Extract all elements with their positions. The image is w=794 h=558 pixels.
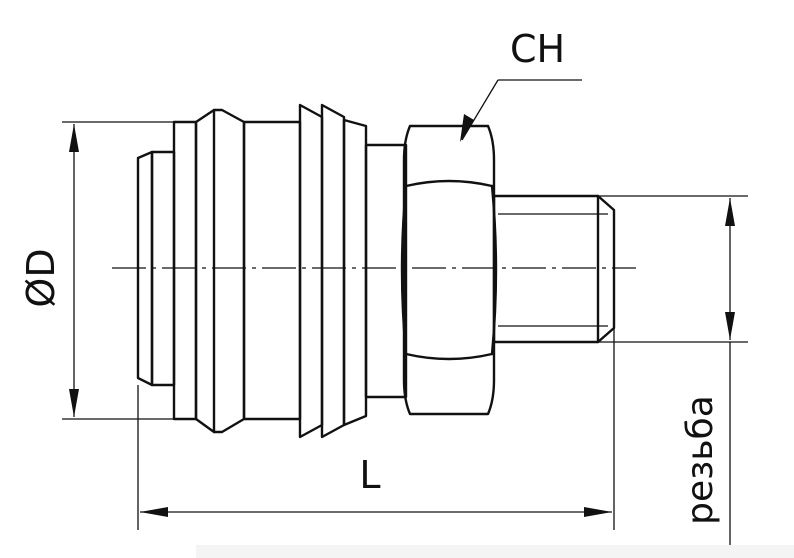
arrow-up-icon (69, 124, 79, 152)
sleeve-groove-3 (298, 103, 324, 439)
sleeve-groove-5 (342, 118, 368, 427)
threaded-nipple (492, 194, 616, 344)
wrench-size-callout: CH (460, 27, 582, 142)
length-label: L (359, 453, 380, 497)
bottom-strip (196, 545, 794, 558)
dimension-length: L (137, 328, 615, 530)
wrench-size-label: CH (510, 27, 565, 71)
body-neck (364, 143, 408, 399)
sleeve-groove-2 (212, 108, 246, 434)
hex-flat-top (404, 179, 494, 188)
arrow-right-icon (584, 507, 612, 517)
nipple-chamfer (596, 194, 616, 344)
diameter-label: ØD (19, 248, 63, 307)
thread-arrow-up-icon (725, 198, 735, 226)
thread-arrow-down-icon (725, 312, 735, 340)
dimension-diameter: ØD (19, 121, 174, 420)
ch-leader-diagonal (461, 79, 499, 141)
hex-nut (400, 124, 498, 416)
sleeve-middle-band (242, 120, 302, 421)
arrow-down-icon (69, 389, 79, 417)
hex-face-middle (400, 184, 498, 356)
sleeve-groove-1 (194, 108, 216, 434)
dimension-thread: резьба (598, 195, 748, 552)
sleeve-groove-4 (320, 103, 346, 439)
ch-arrow-icon (460, 114, 474, 142)
hex-outline (402, 124, 496, 416)
arrow-left-icon (140, 507, 168, 517)
coupling-body (136, 103, 408, 439)
thread-label: резьба (680, 395, 721, 525)
hex-flat-bottom (404, 352, 494, 361)
nipple-body (492, 194, 600, 344)
body-collar (172, 120, 198, 421)
